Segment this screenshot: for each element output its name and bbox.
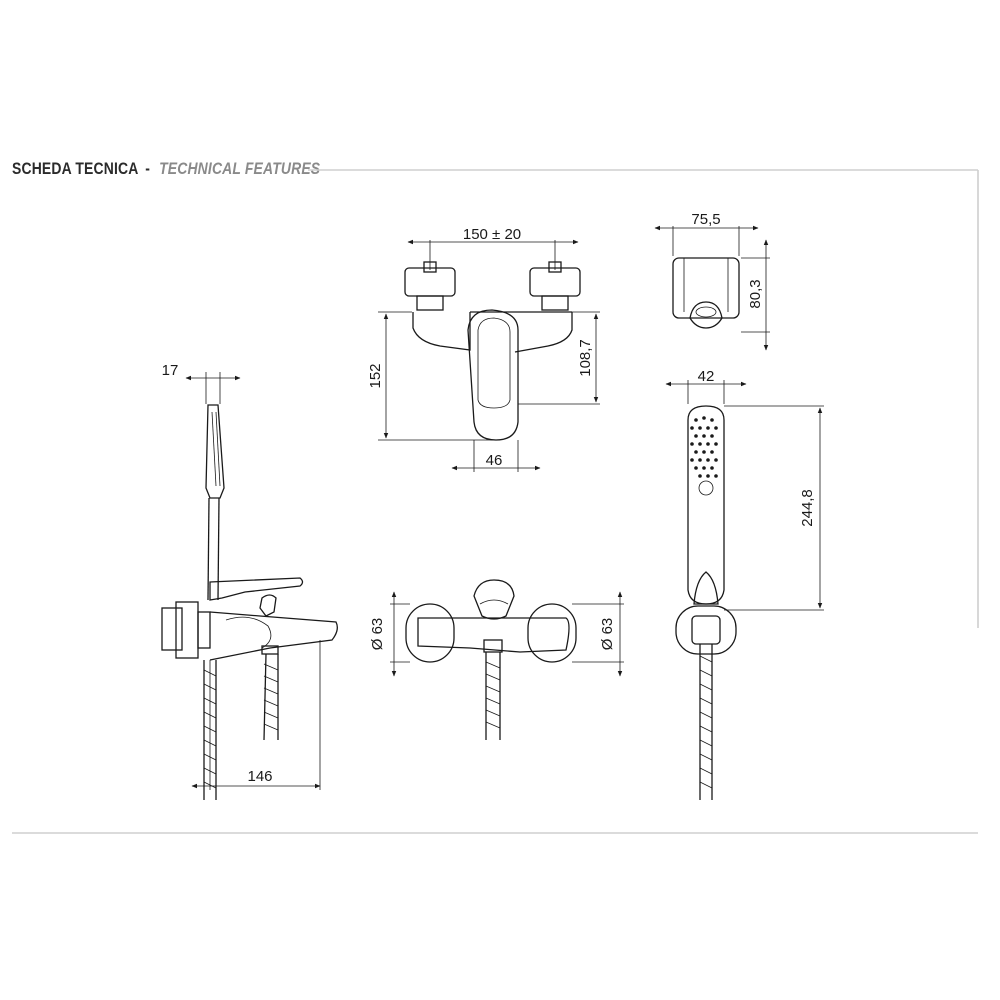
dim-height-108: 108,7: [577, 339, 594, 377]
front-view-bottom: [390, 579, 624, 740]
title-separator: -: [145, 159, 151, 178]
title-main: SCHEDA TECNICA: [12, 159, 138, 178]
dim-centers: 150 ± 20: [463, 226, 521, 243]
header: SCHEDA TECNICA - TECHNICAL FEATURES: [12, 156, 388, 182]
dim-height-152: 152: [367, 363, 384, 388]
dim-depth-top: 75,5: [691, 211, 720, 228]
front-view-top: [378, 239, 600, 472]
handshower-view: [665, 380, 824, 800]
title: SCHEDA TECNICA - TECHNICAL FEATURES: [12, 159, 320, 179]
title-sub: TECHNICAL FEATURES: [159, 159, 321, 178]
side-view: [161, 372, 338, 800]
dim-side-17: 17: [162, 362, 179, 379]
page-frame: [12, 169, 979, 834]
dim-flange-right: Ø 63: [599, 618, 616, 651]
dim-flange-left: Ø 63: [369, 618, 386, 651]
spray-nozzles: [690, 416, 718, 478]
dim-handshower-length: 244,8: [799, 489, 816, 527]
dim-height-top: 80,3: [747, 279, 764, 308]
dim-spout-146: 146: [247, 768, 272, 785]
dim-width-46: 46: [486, 452, 503, 469]
dim-handshower-width: 42: [698, 368, 715, 385]
wall-holder-view: [654, 225, 770, 351]
